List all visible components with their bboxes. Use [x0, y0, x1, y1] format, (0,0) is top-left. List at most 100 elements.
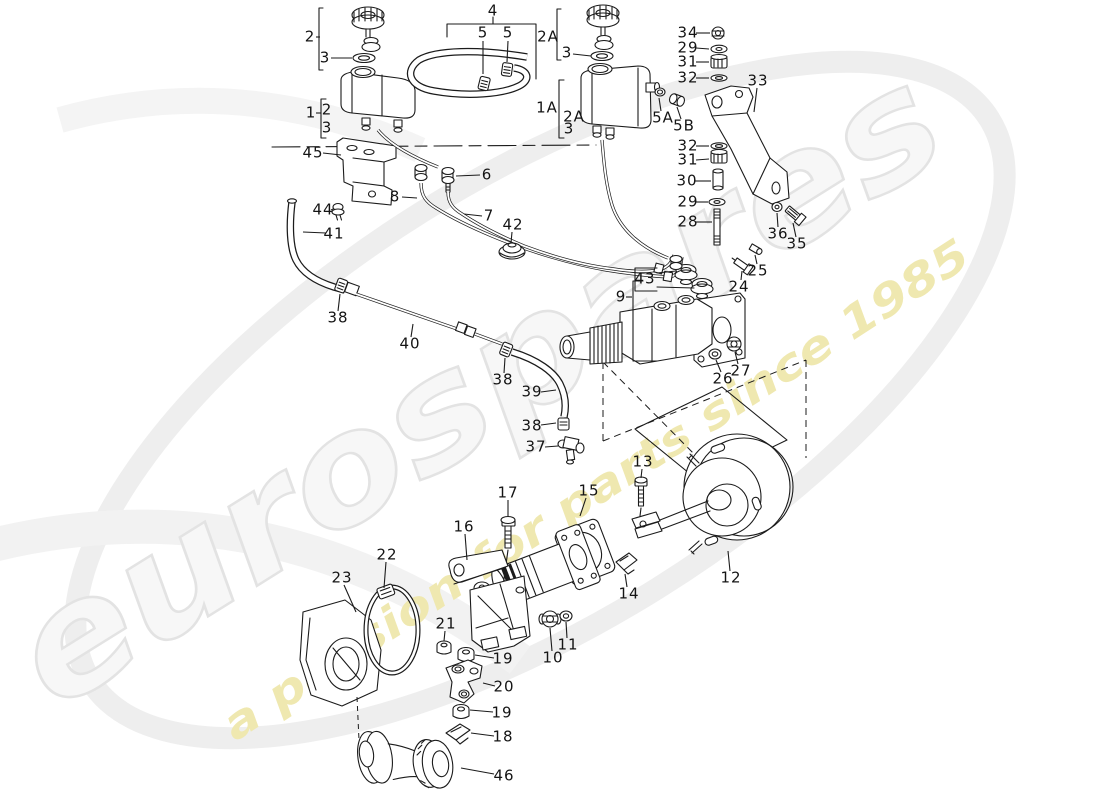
- washer-26-nut-27-drawing: [708, 336, 742, 360]
- part-callout-21[interactable]: 21: [435, 614, 457, 633]
- booster-12-drawing: [631, 433, 794, 555]
- part-callout-31[interactable]: 31: [677, 150, 699, 169]
- part-callout-39[interactable]: 39: [521, 382, 543, 401]
- part-callout-20[interactable]: 20: [493, 677, 515, 696]
- part-callout-10[interactable]: 10: [542, 648, 564, 667]
- grommet-19b-drawing: [452, 703, 470, 720]
- clamp-22-drawing: [363, 583, 421, 676]
- part-callout-16[interactable]: 16: [453, 517, 475, 536]
- leader-line-35: [792, 222, 797, 238]
- master-cylinder-drawing: [559, 254, 746, 368]
- part-callout-33[interactable]: 33: [747, 71, 769, 90]
- part-callout-15[interactable]: 15: [578, 481, 600, 500]
- part-callout-29[interactable]: 29: [677, 38, 699, 57]
- part-callout-36[interactable]: 36: [767, 224, 789, 243]
- body-reference-line: [271, 144, 597, 148]
- part-callout-25[interactable]: 25: [747, 261, 769, 280]
- plug-25-drawing: [748, 243, 763, 255]
- leader-line-22: [383, 561, 387, 589]
- part-callout-28[interactable]: 28: [677, 212, 699, 231]
- part-callout-8[interactable]: 8: [389, 187, 401, 206]
- boot-projection-line: [356, 696, 360, 741]
- part-callout-2[interactable]: 2: [304, 27, 316, 46]
- part-callout-40[interactable]: 40: [399, 334, 421, 353]
- part-callout-19[interactable]: 19: [492, 649, 514, 668]
- part-callout-22[interactable]: 22: [376, 545, 398, 564]
- leader-line-29: [695, 47, 710, 50]
- part-callout-3[interactable]: 3: [319, 48, 331, 67]
- part-callout-1A[interactable]: 1A: [536, 98, 558, 117]
- part-callout-7[interactable]: 7: [483, 206, 495, 225]
- part-callout-11[interactable]: 11: [557, 635, 579, 654]
- leader-line-37: [544, 445, 559, 448]
- part-callout-38[interactable]: 38: [492, 370, 514, 389]
- part-callout-35[interactable]: 35: [786, 234, 808, 253]
- leader-line-46: [460, 767, 495, 775]
- bolt-44-drawing: [331, 202, 345, 221]
- part-callout-4[interactable]: 4: [487, 1, 499, 20]
- part-callout-23[interactable]: 23: [331, 568, 353, 587]
- leader-line-27: [734, 351, 739, 365]
- part-callout-24[interactable]: 24: [728, 277, 750, 296]
- leader-line-45: [322, 152, 342, 156]
- leader-line-31: [695, 158, 710, 161]
- reservoir-right-drawing: [580, 62, 686, 140]
- part-callout-26[interactable]: 26: [712, 369, 734, 388]
- part-callout-12[interactable]: 12: [720, 568, 742, 587]
- part-callout-45[interactable]: 45: [302, 143, 324, 162]
- leader-line-3: [572, 53, 592, 57]
- part-callout-17[interactable]: 17: [497, 483, 519, 502]
- part-callout-2A[interactable]: 2A: [537, 27, 559, 46]
- leader-line-21: [443, 630, 446, 642]
- leader-line-23: [343, 584, 357, 613]
- part-callout-30[interactable]: 30: [676, 171, 698, 190]
- part-callout-44[interactable]: 44: [312, 200, 334, 219]
- leader-line-5A: [658, 97, 662, 112]
- leader-line-5B: [676, 106, 682, 120]
- group-brackets: [318, 7, 695, 362]
- part-callout-5A[interactable]: 5A: [652, 108, 674, 127]
- part-callout-14[interactable]: 14: [618, 584, 640, 603]
- leader-line-36: [776, 212, 779, 228]
- part-callout-1[interactable]: 1: [305, 103, 317, 122]
- part-callout-2[interactable]: 2: [321, 100, 333, 119]
- part-callout-18[interactable]: 18: [492, 727, 514, 746]
- part-callout-32[interactable]: 32: [677, 68, 699, 87]
- part-callout-42[interactable]: 42: [502, 215, 524, 234]
- grommet-19a-drawing: [457, 646, 475, 663]
- lever-20-drawing: [445, 659, 483, 704]
- part-callout-32[interactable]: 32: [677, 136, 699, 155]
- part-callout-43[interactable]: 43: [634, 269, 656, 288]
- part-callout-38[interactable]: 38: [327, 308, 349, 327]
- part-callout-5B[interactable]: 5B: [673, 116, 695, 135]
- part-callout-13[interactable]: 13: [632, 452, 654, 471]
- washer-11-drawing: [559, 610, 573, 622]
- coupling-46-drawing: [357, 730, 454, 789]
- part-callout-3[interactable]: 3: [563, 119, 575, 138]
- bracket-33-drawing: [704, 85, 790, 205]
- leader-line-7: [463, 213, 483, 217]
- part-callout-34[interactable]: 34: [677, 23, 699, 42]
- elbow-37-drawing: [557, 436, 585, 465]
- part-callout-9[interactable]: 9: [615, 287, 627, 306]
- part-callout-27[interactable]: 27: [730, 361, 752, 380]
- part-callout-29[interactable]: 29: [677, 192, 699, 211]
- part-callout-38[interactable]: 38: [521, 416, 543, 435]
- part-callout-6[interactable]: 6: [481, 165, 493, 184]
- leader-line-38: [540, 422, 557, 426]
- part-callout-31[interactable]: 31: [677, 52, 699, 71]
- part-callout-3[interactable]: 3: [321, 118, 333, 137]
- part-callout-41[interactable]: 41: [323, 224, 345, 243]
- part-callout-5[interactable]: 5: [477, 23, 489, 42]
- leader-line-44: [330, 208, 334, 211]
- part-callout-19[interactable]: 19: [491, 703, 513, 722]
- part-callout-37[interactable]: 37: [525, 437, 547, 456]
- part-callout-3[interactable]: 3: [561, 43, 573, 62]
- part-callout-2A[interactable]: 2A: [563, 107, 585, 126]
- part-callout-5[interactable]: 5: [502, 23, 514, 42]
- leader-line-6: [455, 174, 481, 177]
- part-callout-46[interactable]: 46: [493, 766, 515, 785]
- leader-line-39: [540, 389, 557, 393]
- leader-line-33: [753, 87, 758, 113]
